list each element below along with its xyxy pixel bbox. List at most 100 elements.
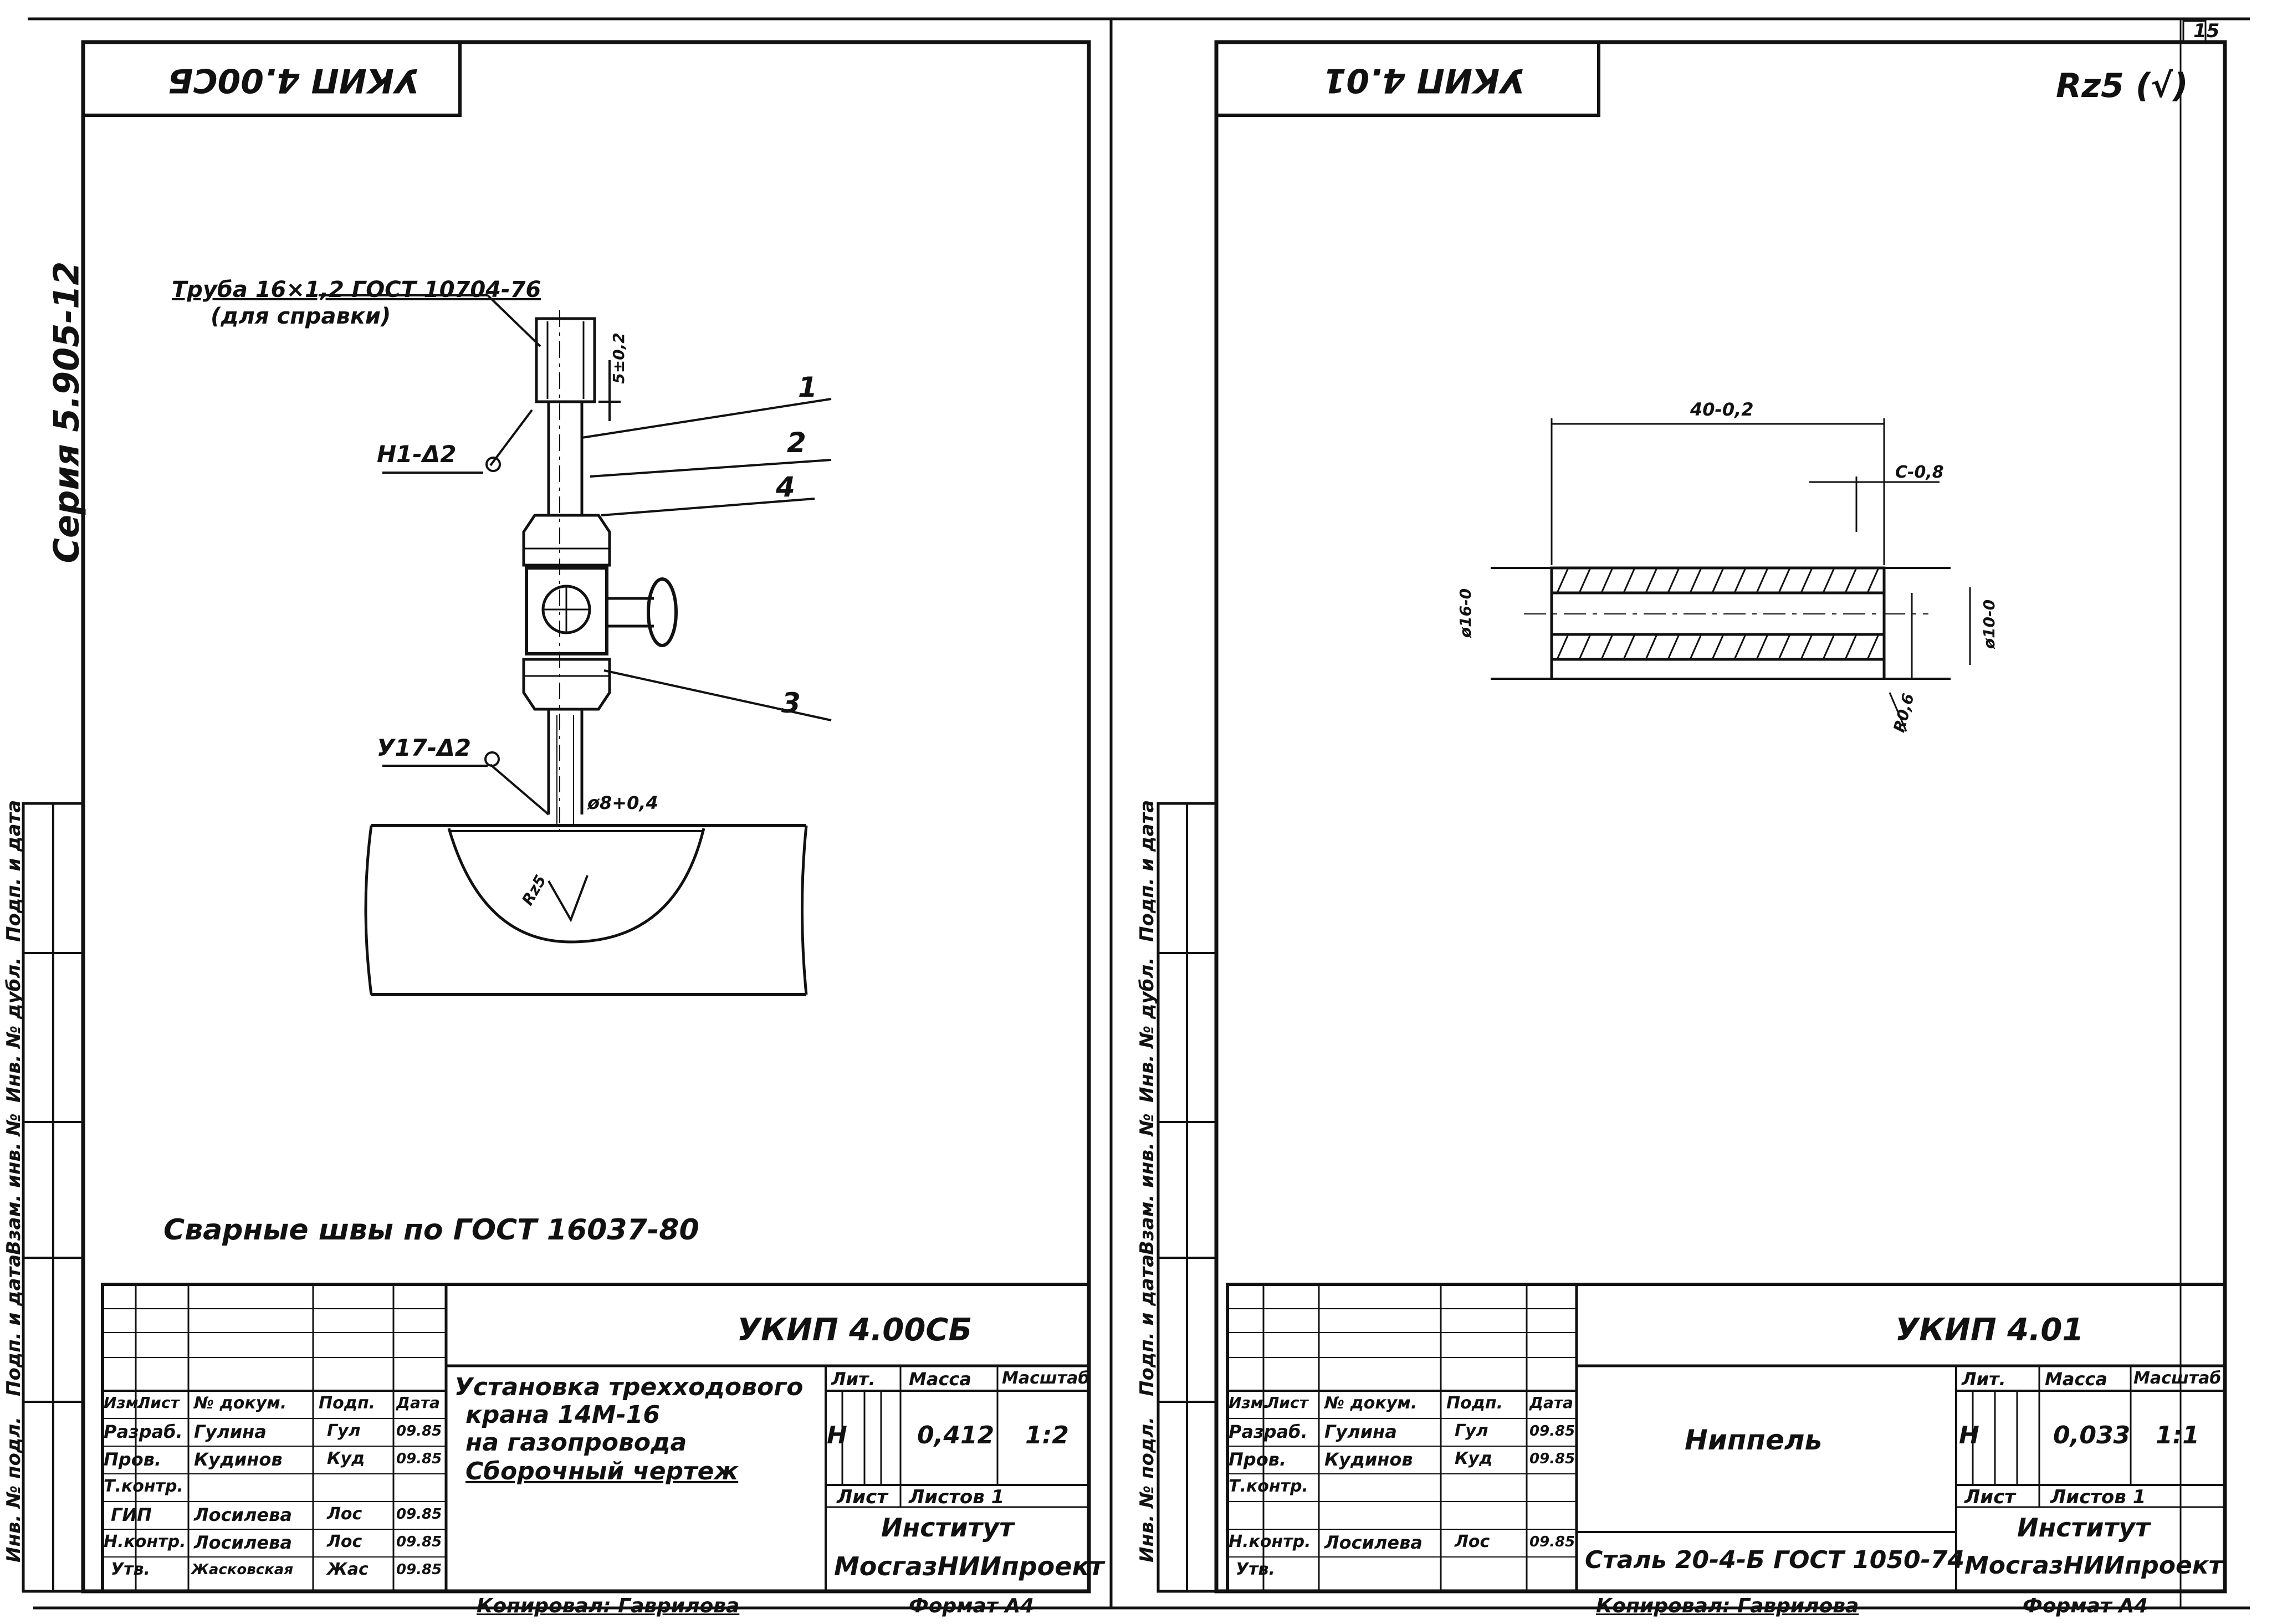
right-tb-scale-header: Масштаб <box>2133 1369 2222 1388</box>
left-row5-date: 09.85 <box>396 1534 442 1550</box>
right-tb-sheet-label: Лист <box>1964 1486 2015 1508</box>
right-tb-institute-1: Институт <box>2017 1513 2150 1543</box>
left-tb-mass-value: 0,412 <box>917 1421 995 1449</box>
right-tb-lit-header: Лит. <box>1962 1369 2006 1390</box>
weld-u17: У17-Δ2 <box>377 734 471 761</box>
right-row1-name: Гулина <box>1324 1421 1397 1442</box>
left-copied: Копировал: Гаврилова <box>477 1595 740 1617</box>
left-tb-sheets-label: Листов 1 <box>909 1486 1005 1508</box>
right-row5-name: Лосилева <box>1324 1532 1423 1553</box>
left-row2-role: Пров. <box>104 1449 162 1470</box>
right-tb-institute-2: МосгазНИИпроект <box>1964 1551 2223 1580</box>
left-tb-doc-code: УКИП 4.00СБ <box>737 1312 973 1348</box>
left-row2-sign: Куд <box>327 1449 365 1468</box>
right-row5-sign: Лос <box>1455 1532 1490 1551</box>
left-row0-role: Изм. <box>104 1394 145 1412</box>
callout-3: 3 <box>781 687 801 719</box>
right-row0-sign: Подп. <box>1446 1394 1503 1413</box>
left-row0-doc: № докум. <box>194 1394 287 1413</box>
left-row5-name: Лосилева <box>194 1532 292 1553</box>
left-tb-scale-value: 1:2 <box>1025 1421 1069 1449</box>
side-stamp-left-4: Подп. и дата <box>3 1254 25 1396</box>
side-stamp-right-3: Взам. инв. № <box>1136 1113 1158 1255</box>
right-code-box: УКИП 4.01 <box>1323 61 1526 100</box>
right-tb-sheets-label: Листов 1 <box>2050 1486 2146 1508</box>
dim-length: 40-0,2 <box>1690 399 1754 420</box>
right-tb-scale-value: 1:1 <box>2156 1421 2199 1449</box>
left-row4-role: ГИП <box>111 1504 152 1525</box>
right-row1-role: Разраб. <box>1229 1421 1308 1442</box>
weld-note: Сварные швы по ГОСТ 16037-80 <box>163 1213 699 1247</box>
right-row1-sign: Гул <box>1455 1421 1488 1441</box>
right-copied: Копировал: Гаврилова <box>1596 1595 1859 1617</box>
side-stamp-right-4: Подп. и дата <box>1136 1254 1158 1396</box>
right-tb-mass-header: Масса <box>2045 1369 2107 1390</box>
right-row0-name: Лист <box>1266 1394 1308 1412</box>
right-roughness-corner: Rz5 (√) <box>2056 66 2188 105</box>
right-tb-mass-value: 0,033 <box>2053 1421 2131 1449</box>
callout-1: 1 <box>798 371 817 403</box>
left-tb-name-1: Установка трехходового <box>454 1373 804 1401</box>
right-row2-sign: Куд <box>1455 1449 1493 1468</box>
right-tb-lit-value: Н <box>1959 1421 1979 1449</box>
left-row6-date: 09.85 <box>396 1561 442 1578</box>
right-tb-material: Сталь 20-4-Б ГОСТ 1050-74 <box>1585 1546 1965 1574</box>
left-code-box: УКИП 4.00СБ <box>167 61 420 100</box>
left-row2-date: 09.85 <box>396 1451 442 1467</box>
left-tb-sheet-label: Лист <box>837 1486 888 1508</box>
side-stamp-left-3: Взам. инв. № <box>3 1113 25 1255</box>
left-tb-lit-value: Н <box>827 1421 847 1449</box>
right-tb-part-name: Ниппель <box>1685 1424 1823 1456</box>
right-row2-date: 09.85 <box>1529 1451 1575 1467</box>
page-number: 15 <box>2193 20 2220 42</box>
left-tb-name-4: Сборочный чертеж <box>465 1457 739 1485</box>
side-stamp-left-5: Инв. № подл. <box>3 1416 25 1562</box>
side-stamp-right-2: Инв. № дубл. <box>1136 957 1158 1103</box>
side-stamp-left-1: Подп. и дата <box>3 800 25 942</box>
dim-inner: ø10-0 <box>1980 599 1999 649</box>
left-tb-lit-header: Лит. <box>831 1369 876 1390</box>
right-row6-role: Утв. <box>1236 1560 1275 1579</box>
left-tb-name-3: на газопровода <box>465 1428 687 1457</box>
dim-bore: ø8+0,4 <box>587 792 658 813</box>
right-tb-doc-code: УКИП 4.01 <box>1895 1312 2084 1348</box>
dim-top: 5±0,2 <box>609 332 628 384</box>
left-tb-institute-2: МосгазНИИпроект <box>834 1551 1104 1581</box>
right-row3-role: Т.контр. <box>1229 1477 1308 1496</box>
dim-chamfer: С-0,8 <box>1895 463 1944 482</box>
left-row4-date: 09.85 <box>396 1506 442 1523</box>
right-row0-doc: № докум. <box>1324 1394 1418 1413</box>
left-row5-role: Н.контр. <box>104 1532 186 1551</box>
left-row6-role: Утв. <box>111 1560 150 1579</box>
right-row1-date: 09.85 <box>1529 1423 1575 1439</box>
right-row5-date: 09.85 <box>1529 1534 1575 1550</box>
left-row2-name: Кудинов <box>194 1449 283 1470</box>
left-row0-name: Лист <box>137 1394 180 1412</box>
left-row6-sign: Жас <box>327 1560 369 1579</box>
right-row5-role: Н.контр. <box>1229 1532 1311 1551</box>
left-tb-mass-header: Масса <box>909 1369 971 1390</box>
left-row1-role: Разраб. <box>104 1421 183 1442</box>
left-format: Формат А4 <box>909 1595 1035 1617</box>
left-row1-date: 09.85 <box>396 1423 442 1439</box>
left-row3-role: Т.контр. <box>104 1477 183 1496</box>
right-row2-name: Кудинов <box>1324 1449 1413 1470</box>
pipe-note-sub: (для справки) <box>211 304 391 329</box>
side-stamp-left-2: Инв. № дубл. <box>3 957 25 1103</box>
left-row0-sign: Подп. <box>319 1394 376 1413</box>
left-tb-institute-1: Институт <box>881 1513 1014 1543</box>
callout-2: 2 <box>787 427 806 459</box>
left-row6-name: Жасковская <box>191 1561 294 1578</box>
left-row4-sign: Лос <box>327 1504 362 1524</box>
left-tb-name-2: крана 14М-16 <box>465 1401 660 1429</box>
side-stamp-right-1: Подп. и дата <box>1136 800 1158 942</box>
right-row0-date: Дата <box>1529 1394 1573 1412</box>
series-label: Серия 5.905-12 <box>46 261 87 563</box>
right-row2-role: Пров. <box>1229 1449 1287 1470</box>
side-stamp-right-5: Инв. № подл. <box>1136 1416 1158 1562</box>
left-tb-scale-header: Масштаб <box>1002 1369 1090 1388</box>
pipe-note: Труба 16×1,2 ГОСТ 10704-76 <box>172 277 541 303</box>
weld-h1: Н1-Δ2 <box>377 440 457 468</box>
left-row0-date: Дата <box>396 1394 440 1412</box>
